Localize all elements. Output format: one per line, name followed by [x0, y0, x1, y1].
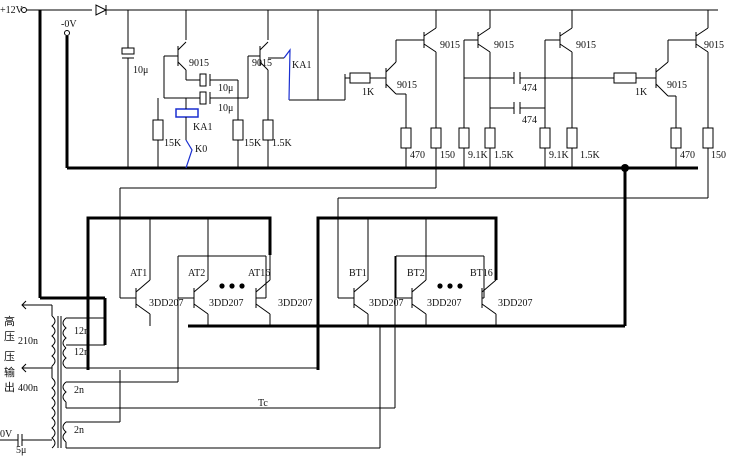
oscillator-section — [119, 10, 714, 298]
transformer — [0, 256, 396, 449]
bt1-label: BT1 — [349, 268, 367, 279]
osc-r-150-a-label: 150 — [440, 150, 455, 161]
q-9015-a-label: 9015 — [189, 58, 209, 69]
n12-top-label: 12n — [74, 326, 89, 337]
contact-k0-label: K0 — [195, 144, 207, 155]
c-10u-main-label: 10μ — [133, 65, 148, 76]
q-3dd207-a2-label: 3DD207 — [209, 298, 243, 309]
relay-ka1-label: KA1 — [193, 122, 212, 133]
hv-char-5: 出 — [4, 380, 15, 394]
q-3dd207-a1-label: 3DD207 — [149, 298, 183, 309]
bt16-label: BT16 — [470, 268, 493, 279]
q-3dd207-a3-label: 3DD207 — [278, 298, 312, 309]
zero-v-label: 0V — [0, 429, 13, 440]
n12-bot-label: 12n — [74, 347, 89, 358]
contact-ka1-label: KA1 — [292, 60, 311, 71]
osc-q-top4-label: 9015 — [704, 40, 724, 51]
n210-label: 210n — [18, 336, 38, 347]
power-bank-a — [86, 216, 272, 370]
osc-r-1k-right-label: 1K — [635, 87, 648, 98]
osc-q-top2-label: 9015 — [494, 40, 514, 51]
hv-char-2: 压 — [4, 330, 15, 343]
osc-r-9-1k-a-label: 9.1K — [468, 150, 489, 161]
q-9015-b-label: 9015 — [252, 58, 272, 69]
osc-q-right-label: 9015 — [667, 80, 687, 91]
tc-label: Tc — [258, 398, 268, 409]
n2-b-label: 2n — [74, 425, 84, 436]
timer-section — [121, 10, 291, 169]
r-15k-a-label: 15K — [164, 138, 182, 149]
osc-q-top1-label: 9015 — [440, 40, 460, 51]
hv-char-1: 高 — [4, 314, 15, 328]
c5u-label: 5μ — [16, 445, 26, 456]
n2-a-label: 2n — [74, 385, 84, 396]
power-bank-b — [316, 216, 498, 370]
osc-c-474-bot-label: 474 — [522, 115, 537, 126]
osc-q-left-label: 9015 — [397, 80, 417, 91]
minus0v-label: -0V — [61, 19, 77, 30]
osc-q-top3-label: 9015 — [576, 40, 596, 51]
c-10u-top-label: 10μ — [218, 83, 233, 94]
hv-char-4: 输 — [4, 365, 15, 379]
plus12v-label: +12V — [0, 5, 24, 16]
osc-r-1-5k-b-label: 1.5K — [580, 150, 601, 161]
n400-label: 400n — [18, 383, 38, 394]
q-3dd207-b1-label: 3DD207 — [369, 298, 403, 309]
power-rails — [21, 4, 718, 345]
osc-r-150-b-label: 150 — [711, 150, 726, 161]
osc-r-470-a-label: 470 — [410, 150, 425, 161]
c-10u-bot-label: 10μ — [218, 103, 233, 114]
osc-c-474-top-label: 474 — [522, 83, 537, 94]
at1-label: AT1 — [130, 268, 147, 279]
osc-r-9-1k-b-label: 9.1K — [549, 150, 570, 161]
r-1-5k-a-label: 1.5K — [272, 138, 293, 149]
at16-label: AT16 — [248, 268, 270, 279]
hv-char-3: 压 — [4, 350, 15, 363]
at2-label: AT2 — [188, 268, 205, 279]
bt2-label: BT2 — [407, 268, 425, 279]
osc-r-1k-left-label: 1K — [362, 87, 375, 98]
r-15k-b-label: 15K — [244, 138, 262, 149]
q-3dd207-b2-label: 3DD207 — [427, 298, 461, 309]
q-3dd207-b3-label: 3DD207 — [498, 298, 532, 309]
osc-r-470-b-label: 470 — [680, 150, 695, 161]
osc-r-1-5k-a-label: 1.5K — [494, 150, 515, 161]
